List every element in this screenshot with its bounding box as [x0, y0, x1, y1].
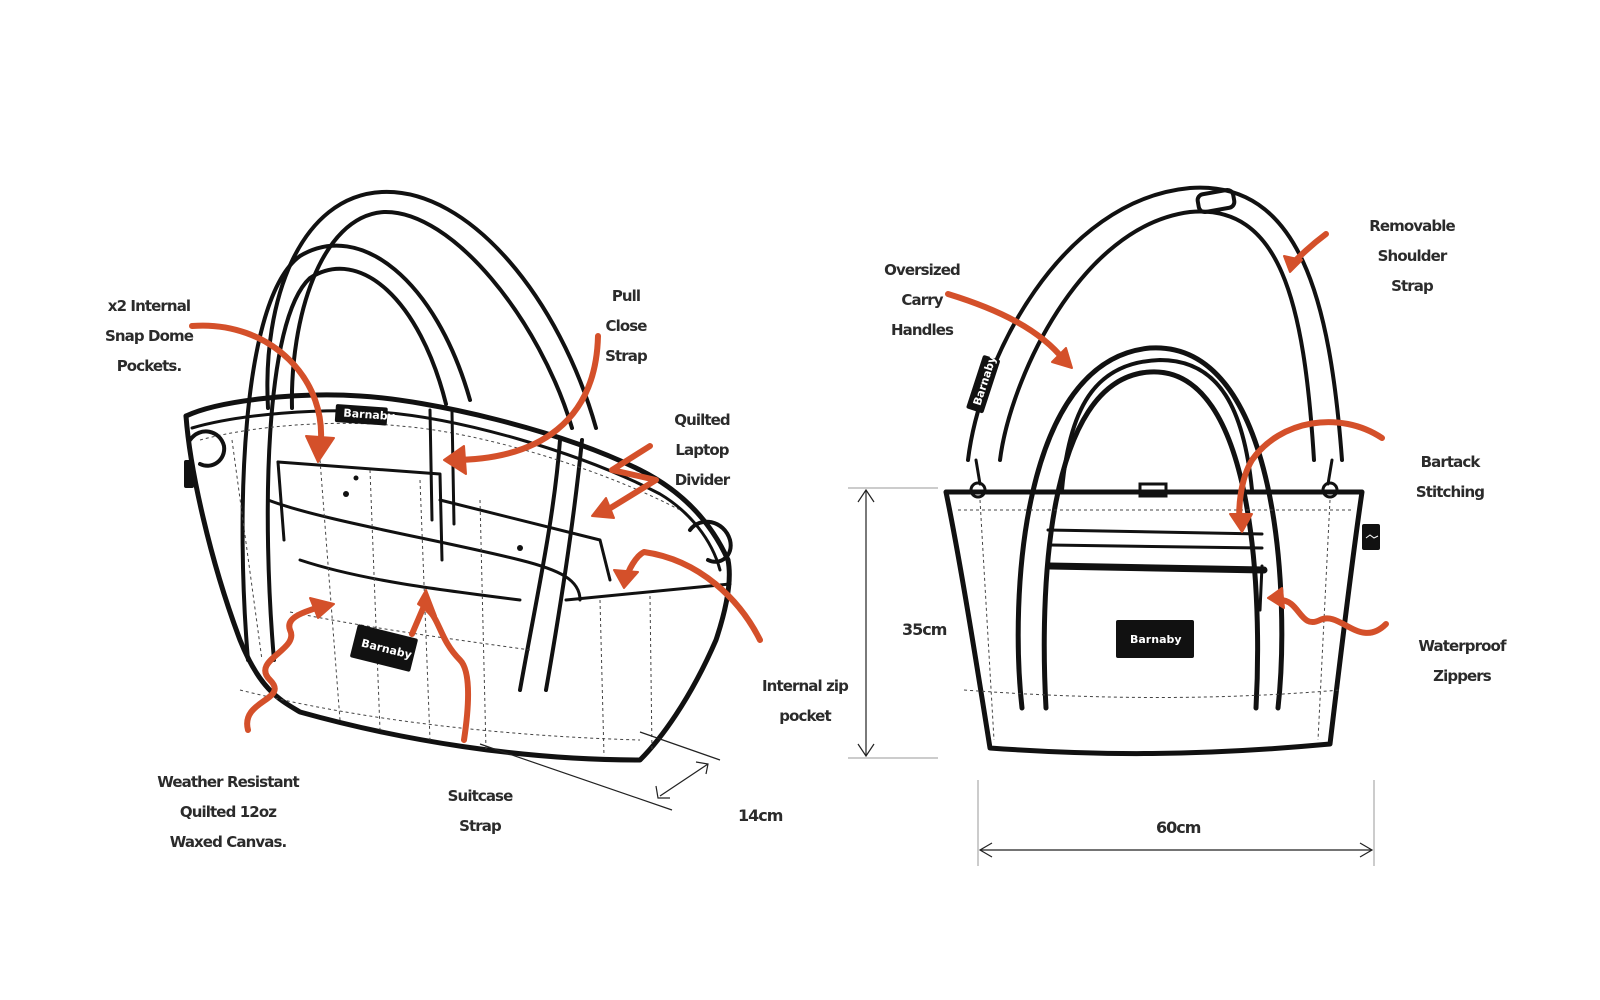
callout-line: Strap [605, 347, 648, 365]
callout-line: Close [605, 317, 647, 335]
brand-patch-right-front: Barnaby [1116, 620, 1194, 658]
callout-line: Shoulder [1377, 247, 1448, 265]
callout-line: Bartack [1420, 453, 1481, 471]
svg-text:Barnaby: Barnaby [343, 407, 395, 424]
callout-line: Waxed Canvas. [169, 833, 287, 851]
callout-waxed-canvas: Weather Resistant Quilted 12oz Waxed Can… [146, 760, 310, 865]
callout-carry-handles: Oversized Carry Handles [872, 248, 972, 353]
callout-line: pocket [779, 707, 831, 725]
brand-patch-front: Barnaby [350, 624, 418, 672]
dimension-depth [479, 731, 721, 811]
callout-line: Pockets. [116, 357, 182, 375]
dimension-height-label: 35cm [902, 620, 947, 639]
callout-line: Snap Dome [104, 327, 194, 345]
callout-line: x2 Internal [107, 297, 191, 315]
callout-suitcase-strap: Suitcase Strap [440, 774, 520, 849]
callout-snap-dome-pockets: x2 Internal Snap Dome Pockets. [94, 284, 204, 389]
callout-line: Zippers [1433, 667, 1492, 685]
dimension-depth-label: 14cm [738, 806, 783, 825]
brand-patch-inner: Barnaby [334, 404, 395, 426]
callout-line: Internal zip [762, 677, 849, 695]
callout-pull-close-strap: Pull Close Strap [596, 274, 656, 379]
callout-line: Strap [1391, 277, 1434, 295]
callout-line: Quilted [674, 411, 730, 429]
svg-text:Barnaby: Barnaby [1130, 633, 1182, 646]
callout-arrows [189, 231, 1389, 743]
callout-line: Strap [459, 817, 502, 835]
callout-line: Stitching [1415, 483, 1485, 501]
callout-internal-zip-pocket: Internal zip pocket [750, 664, 860, 739]
callout-line: Removable [1369, 217, 1455, 235]
callout-line: Carry [901, 291, 943, 309]
callout-bartack-stitching: Bartack Stitching [1410, 440, 1490, 515]
dimension-width [977, 780, 1375, 866]
callout-line: Suitcase [447, 787, 514, 805]
callout-line: Divider [674, 471, 730, 489]
callout-line: Oversized [884, 261, 961, 279]
dimension-height [848, 487, 938, 759]
dimension-width-label: 60cm [1156, 818, 1201, 837]
callout-line: Waterproof [1418, 637, 1506, 655]
callout-line: Weather Resistant [157, 773, 299, 791]
callout-line: Handles [890, 321, 954, 339]
right-bag-sketch: Barnaby [943, 185, 1380, 757]
callout-line: Quilted 12oz [179, 803, 277, 821]
callout-line: Laptop [675, 441, 729, 459]
left-bag-sketch [183, 189, 733, 763]
callout-line: Pull [611, 287, 641, 305]
callout-shoulder-strap: Removable Shoulder Strap [1362, 204, 1462, 309]
callout-laptop-divider: Quilted Laptop Divider [664, 398, 740, 503]
callout-waterproof-zippers: Waterproof Zippers [1412, 624, 1512, 699]
